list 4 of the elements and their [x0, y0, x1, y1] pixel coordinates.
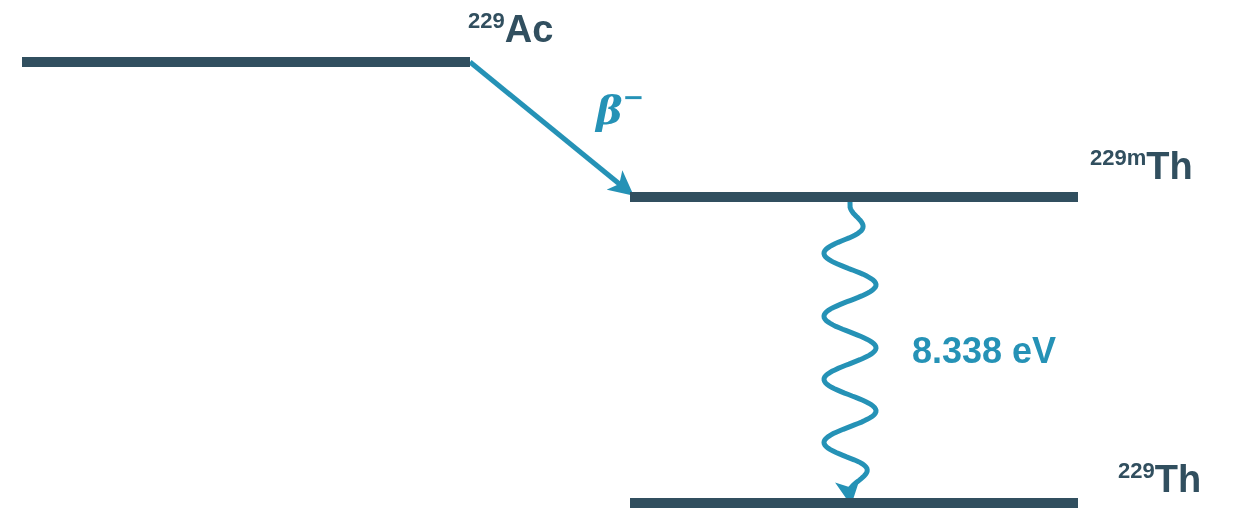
arrow — [468, 60, 634, 196]
nuclide-label: $^{229}$Th — [1118, 458, 1202, 501]
nuclide-label: $^{229}$Ac — [468, 8, 554, 51]
nuclide-label: $^{229m}$Th — [1090, 145, 1193, 188]
